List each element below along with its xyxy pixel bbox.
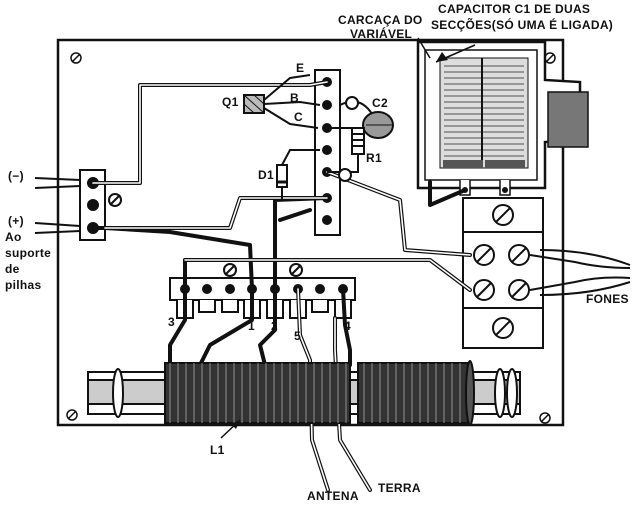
terra-label: TERRA [378,481,421,495]
battery-leads [34,177,81,234]
resistor-r1 [327,127,365,182]
battery-label-ao: Ao [5,230,22,244]
fones-label: FONES [586,292,629,306]
carcaca-label-line1: CARCAÇA DO [338,13,423,27]
leader-arrow [436,52,448,62]
tap-5-label: 5 [294,329,301,343]
tap-4-label: 4 [344,319,351,333]
antena-label: ANTENA [307,489,359,503]
coil-l1-label: L1 [210,443,225,457]
tap-1-label: 1 [248,319,255,333]
transistor-q1 [243,74,321,129]
pin-c-label: C [294,110,303,124]
coil-l1 [87,360,521,426]
tap-2-label: 2 [271,319,278,333]
capacitor-c2 [339,96,394,139]
wiring-outline [92,81,471,491]
c2-label: C2 [372,96,388,110]
tap-3-label: 3 [168,315,175,329]
component-terminal-strip [314,69,341,236]
battery-negative-label: (−) [8,169,24,183]
q1-label: Q1 [222,95,239,109]
variable-capacitor-c1 [416,40,589,196]
pin-e-label: E [296,61,305,75]
board-screw [66,52,556,424]
d1-label: D1 [258,168,274,182]
capacitor-title-line1: CAPACITOR C1 DE DUAS [438,2,591,16]
terminal-screw [473,204,530,339]
carcaca-label-line2: VARIÁVEL [350,27,413,41]
battery-label-de: de [5,262,20,276]
battery-label-suporte: suporte [5,246,52,260]
headphone-cables [529,249,631,296]
pin-b-label: B [290,91,299,105]
leader-arrow [231,420,240,429]
battery-label-pilhas: pilhas [5,278,42,292]
capacitor-title-line2: SECÇÕES(SÓ UMA É LIGADA) [431,18,614,32]
battery-positive-label: (+) [8,214,24,228]
diode-d1 [276,149,320,200]
r1-label: R1 [366,151,382,165]
